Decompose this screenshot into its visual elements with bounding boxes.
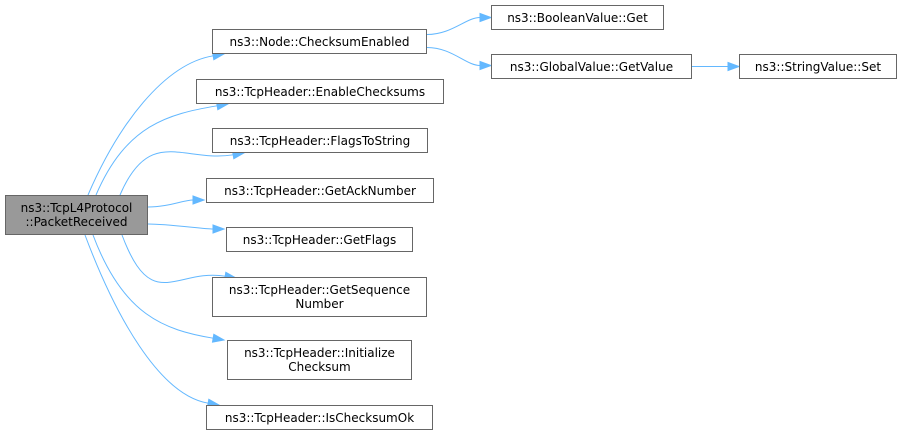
arrowhead-icon <box>727 61 741 72</box>
node-is-checksum-ok[interactable]: ns3::TcpHeader::IsChecksumOk <box>206 405 433 430</box>
edge-root-to-flags_to_string <box>119 151 234 196</box>
edge-root-to-get_sequence_number <box>121 234 226 284</box>
arrowhead-icon <box>192 195 206 205</box>
node-tcpl4protocol-packetreceived[interactable]: ns3::TcpL4Protocol ::PacketReceived <box>5 195 148 235</box>
edge-root-to-get_flags <box>147 223 214 230</box>
edge-root-to-get_ack_number <box>147 199 194 208</box>
edge-root-to-initialize_checksum <box>92 234 214 339</box>
arrowhead-icon <box>212 224 226 234</box>
edge-root-to-is_checksum_ok <box>84 234 209 404</box>
edge-root-to-checksum_enabled <box>87 55 214 196</box>
arrowhead-icon <box>479 12 493 23</box>
edge-checksum_enabled-to-boolean_get <box>426 17 481 35</box>
node-get-flags[interactable]: ns3::TcpHeader::GetFlags <box>226 227 413 252</box>
node-enable-checksums[interactable]: ns3::TcpHeader::EnableChecksums <box>196 79 444 104</box>
arrowhead-icon <box>479 60 493 71</box>
node-flags-to-string[interactable]: ns3::TcpHeader::FlagsToString <box>212 128 428 153</box>
node-boolean-value-get[interactable]: ns3::BooleanValue::Get <box>491 5 664 30</box>
node-initialize-checksum[interactable]: ns3::TcpHeader::Initialize Checksum <box>227 340 412 380</box>
node-checksum-enabled[interactable]: ns3::Node::ChecksumEnabled <box>212 29 427 54</box>
edge-checksum_enabled-to-global_get_value <box>426 47 481 66</box>
arrowhead-icon <box>211 333 226 343</box>
node-global-value-get-value[interactable]: ns3::GlobalValue::GetValue <box>491 54 692 79</box>
edge-root-to-enable_checksums <box>95 105 218 196</box>
node-get-sequence-number[interactable]: ns3::TcpHeader::GetSequence Number <box>212 277 427 317</box>
node-string-value-set[interactable]: ns3::StringValue::Set <box>739 54 897 79</box>
node-get-ack-number[interactable]: ns3::TcpHeader::GetAckNumber <box>206 178 434 203</box>
